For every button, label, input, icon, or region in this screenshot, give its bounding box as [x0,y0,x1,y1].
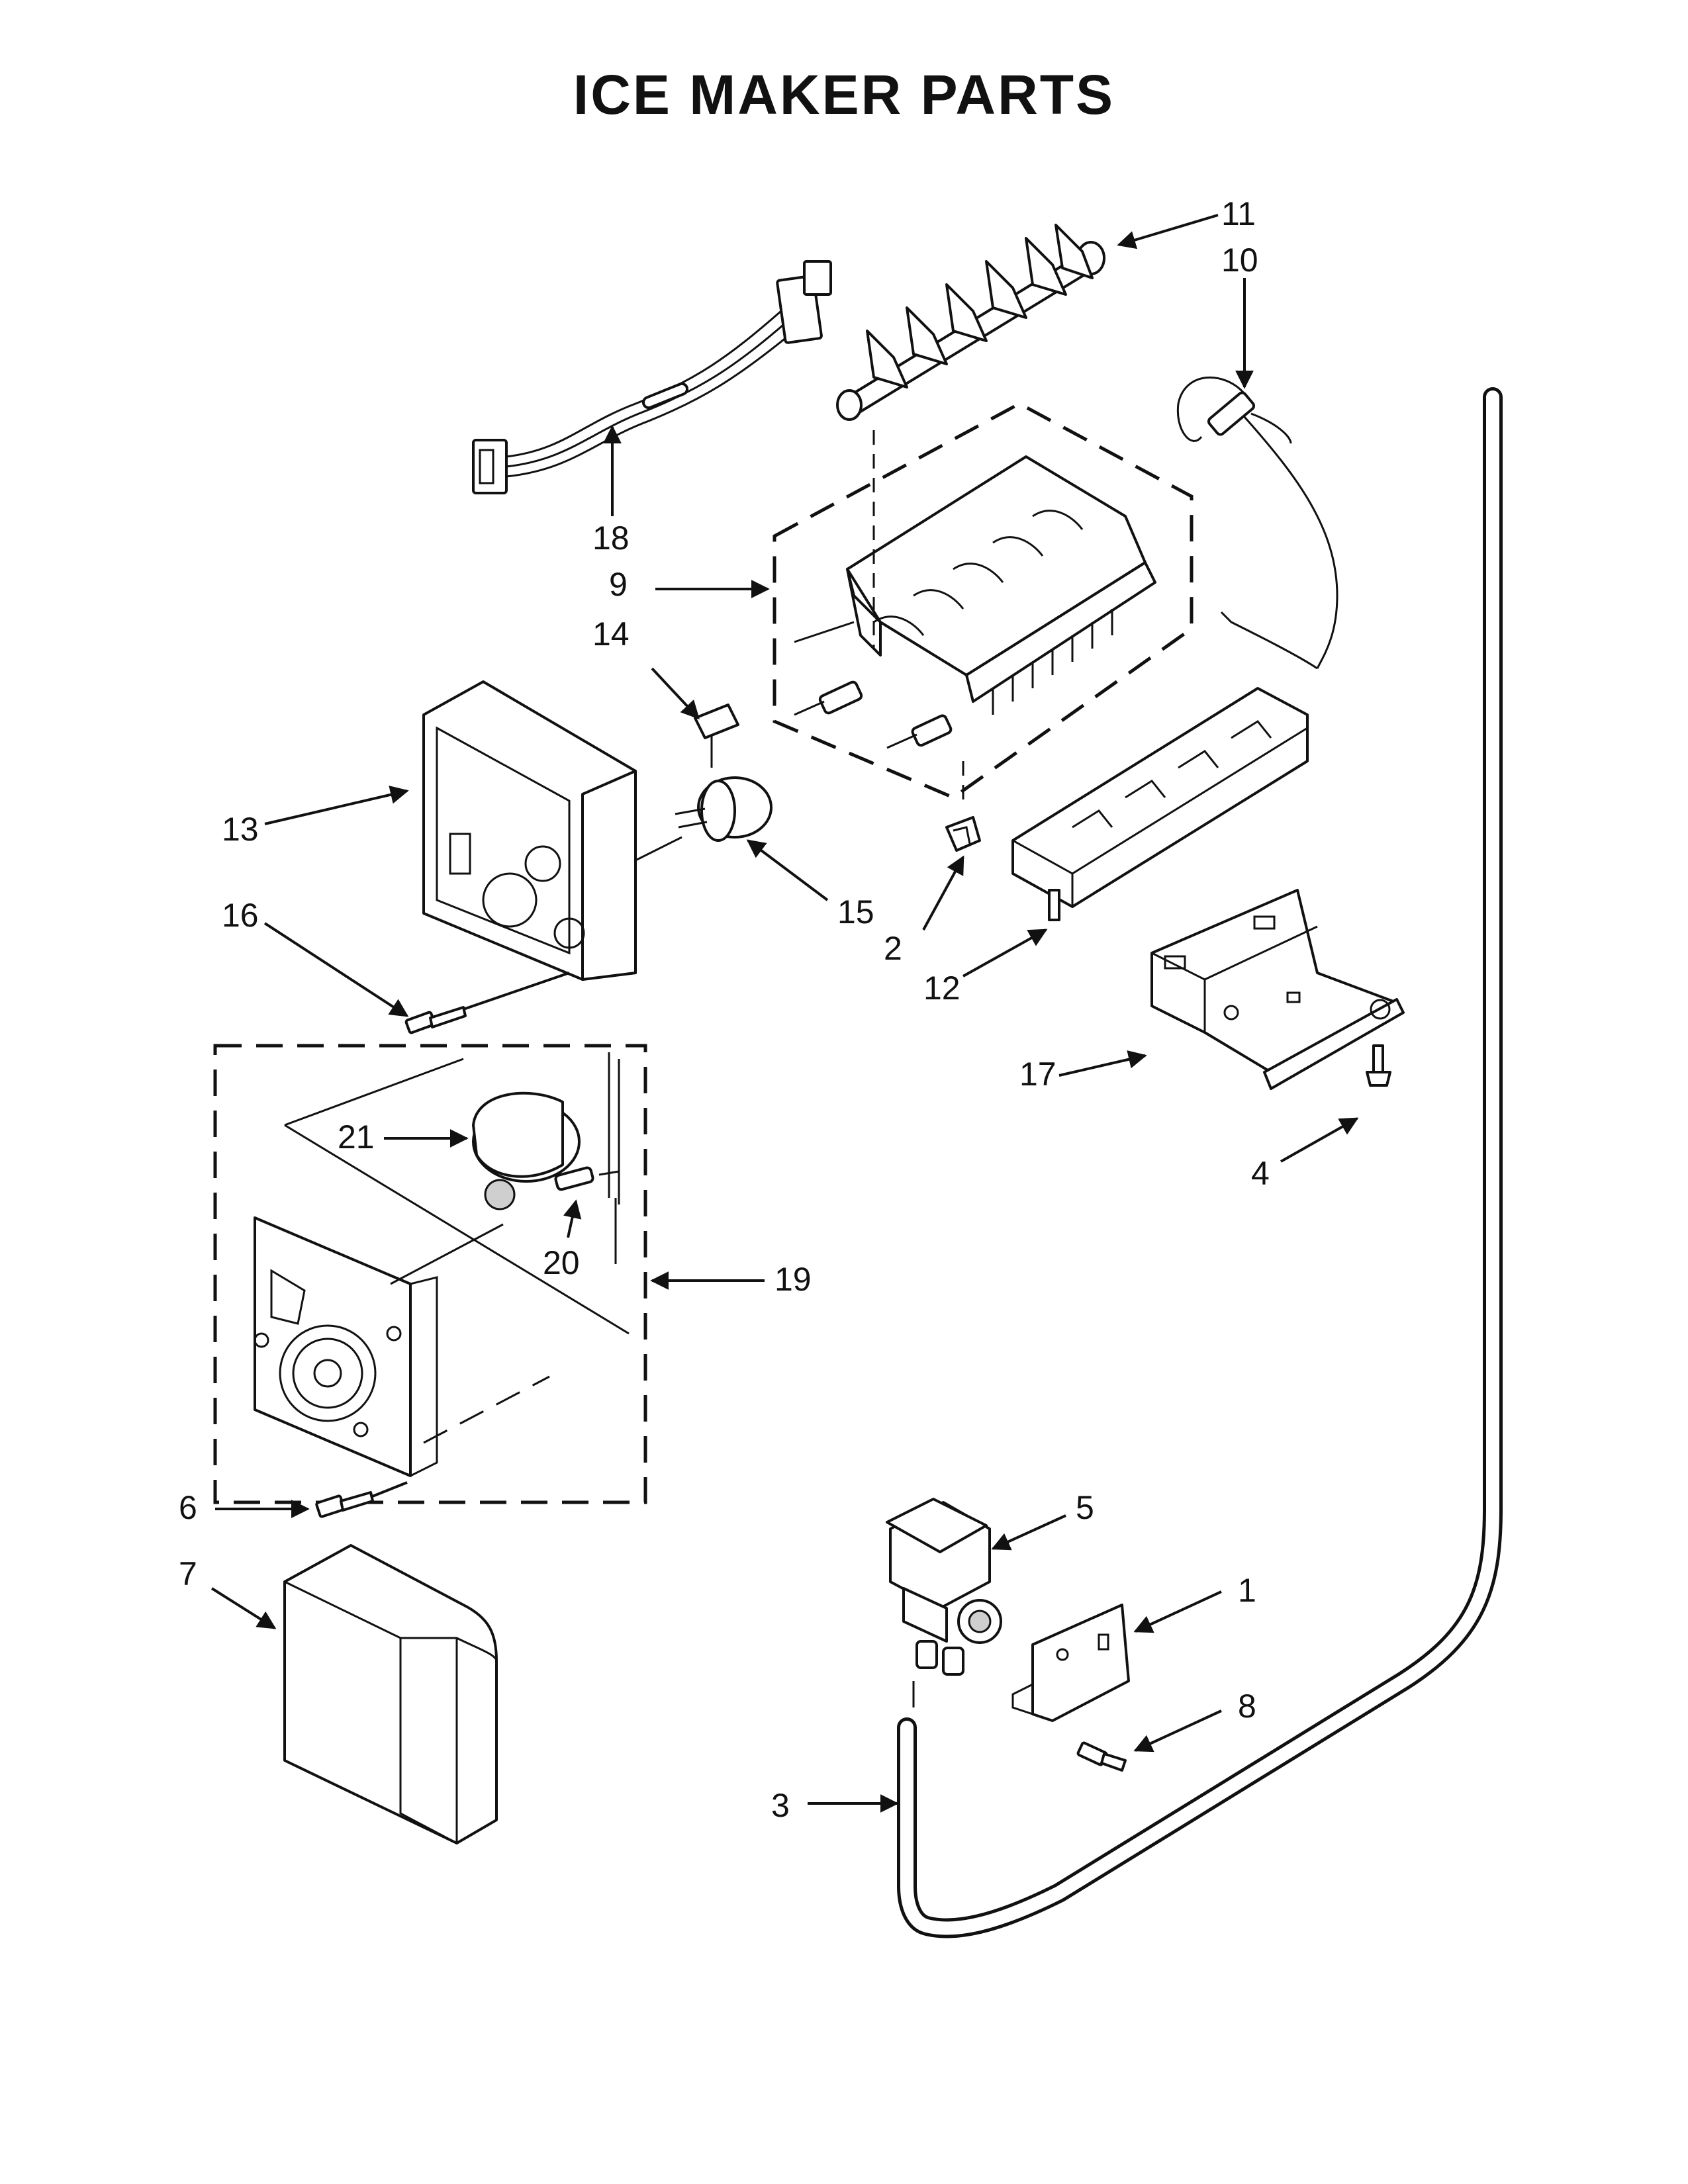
callout-11: 11 [1221,195,1256,232]
callout-20: 20 [543,1244,580,1281]
screw-part-4 [1366,1044,1391,1087]
callout-7: 7 [179,1555,197,1592]
module-housing-part-13 [422,680,682,981]
callout-6: 6 [179,1489,197,1526]
thermistor-part-20 [554,1166,620,1264]
callout-13: 13 [222,811,259,848]
callout-17: 17 [1019,1056,1056,1093]
screw-part-16 [404,1006,467,1034]
cover-part-7 [283,1544,498,1844]
motor-part-21 [472,1052,620,1210]
ice-mold-part-9 [794,430,1156,807]
thermostat-part-15 [675,776,773,842]
mounting-bracket-part-17 [1150,889,1405,1090]
callout-18: 18 [592,520,630,557]
callout-9: 9 [609,566,628,603]
valve-bracket-part-1 [1011,1604,1130,1722]
callout-5: 5 [1076,1489,1094,1526]
clip-part-14 [694,704,739,768]
callout-1: 1 [1238,1572,1256,1609]
callout-15: 15 [837,893,874,931]
callout-10: 10 [1221,242,1258,279]
thermostat-part-10 [1176,376,1338,670]
callout-16: 16 [222,897,259,934]
ejector-blade-part-11 [836,224,1105,421]
screw-part-6 [315,1491,374,1518]
water-tube-part-3 [897,387,1503,1938]
callout-4: 4 [1251,1155,1270,1192]
water-valve-part-5 [886,1498,1002,1676]
callout-8: 8 [1238,1688,1256,1725]
page-title: ICE MAKER PARTS [573,64,1115,126]
callout-14: 14 [592,615,630,653]
module-plate-part-19 [254,1216,438,1477]
wire-harness-part-18 [472,260,832,494]
callout-12: 12 [923,970,961,1007]
callout-19: 19 [774,1261,812,1298]
callout-21: 21 [338,1118,375,1156]
clip-part-2 [945,816,981,852]
callout-2: 2 [884,930,902,967]
leader-arrows [211,214,1359,1813]
callout-3: 3 [771,1787,790,1824]
shutoff-arm-part-12 [1011,687,1309,921]
screw-part-8 [1076,1741,1127,1772]
